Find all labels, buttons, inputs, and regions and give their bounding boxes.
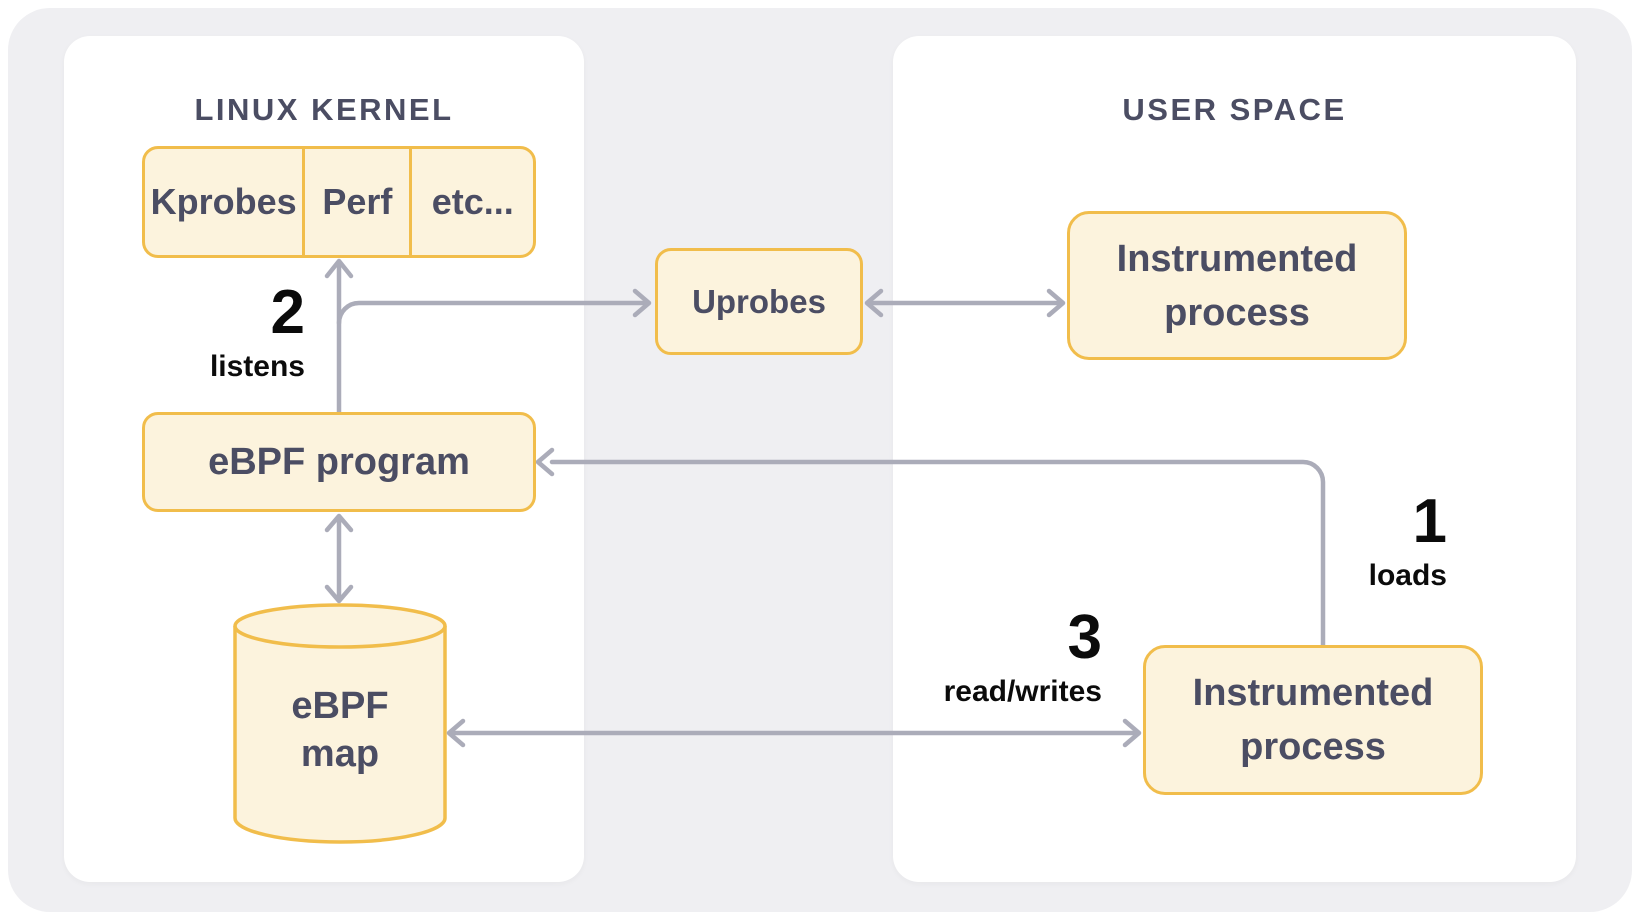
step-3-label: read/writes xyxy=(943,675,1102,708)
node-instrumented-process-top: Instrumented process xyxy=(1067,211,1407,360)
node-uprobes: Uprobes xyxy=(655,248,863,355)
linux-kernel-title: LINUX KERNEL xyxy=(194,92,454,127)
step-1-label: loads xyxy=(1368,559,1447,592)
step-2-listens: 2 listens xyxy=(209,278,305,385)
step-2-number: 2 xyxy=(270,278,305,347)
step-2-label: listens xyxy=(209,350,305,383)
step-1-loads: 1 loads xyxy=(1368,487,1447,594)
user-space-title: USER SPACE xyxy=(1122,92,1347,127)
node-kprobes: Kprobes xyxy=(150,181,297,222)
probe-sources-row: Kprobes Perf etc... xyxy=(142,146,536,258)
step-3-readwrites: 3 read/writes xyxy=(943,603,1102,710)
node-ebpf-map-label: eBPF map xyxy=(291,685,389,775)
node-perf: Perf xyxy=(302,149,413,255)
node-etc: etc... xyxy=(431,181,514,222)
step-1-number: 1 xyxy=(1412,487,1447,556)
node-ebpf-program: eBPF program xyxy=(142,412,536,512)
step-3-number: 3 xyxy=(1067,603,1102,672)
node-instrumented-process-bottom: Instrumented process xyxy=(1143,645,1483,795)
